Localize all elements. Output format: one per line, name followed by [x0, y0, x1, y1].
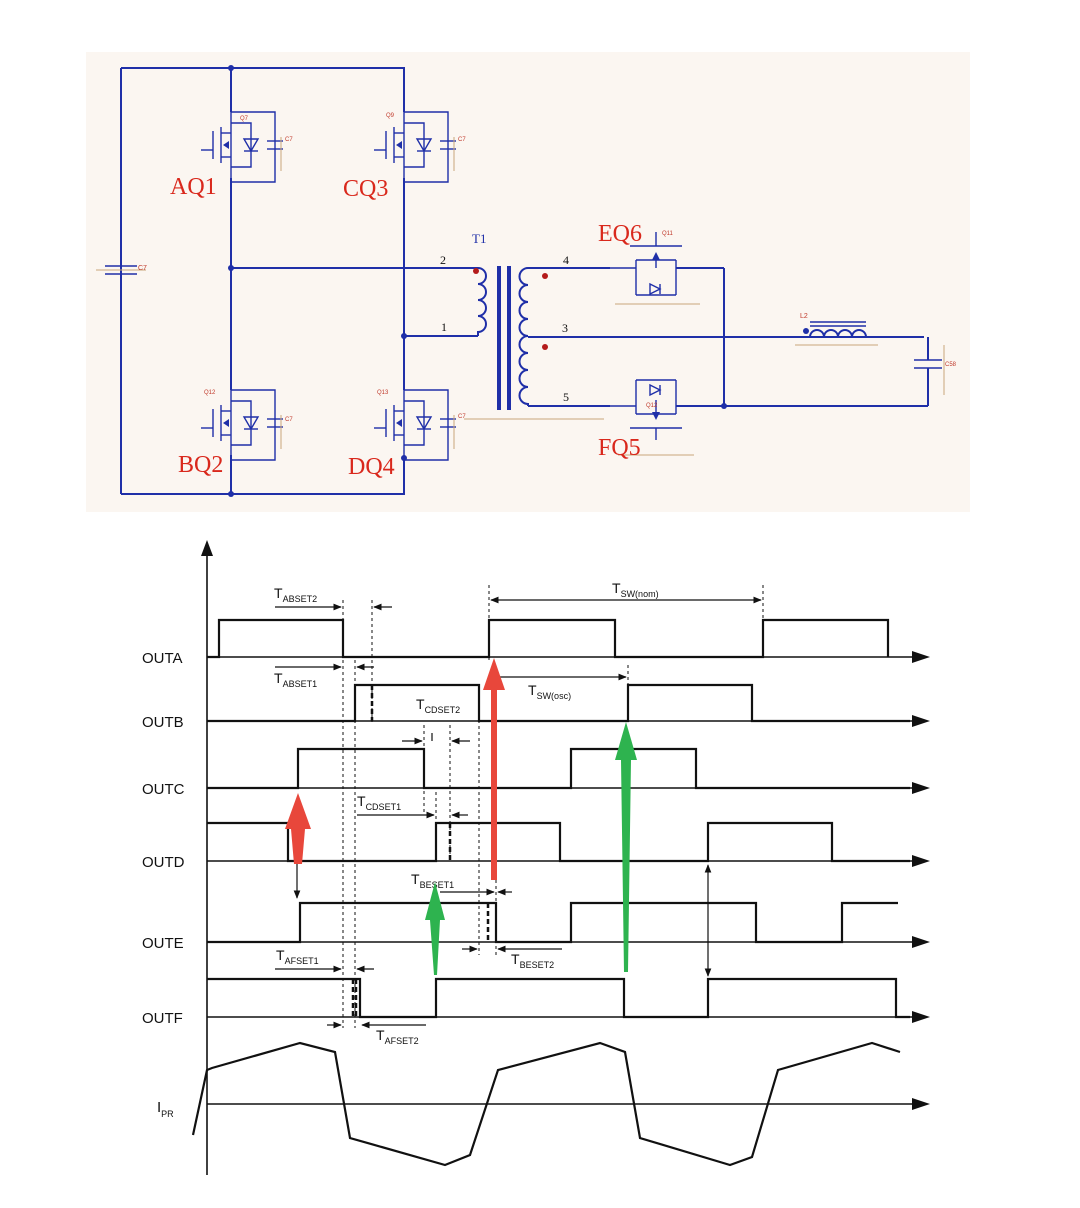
annotation-sw-osc: TSW(osc)	[528, 682, 571, 701]
waveform-ipr	[191, 1041, 901, 1167]
label-aq1: AQ1	[170, 174, 217, 200]
dimension-arrows	[275, 596, 762, 1029]
mosfet-cq3: Q9 C7	[374, 111, 466, 183]
annotation-beset2: TBESET2	[511, 951, 554, 970]
highlight-arrows	[285, 658, 637, 975]
bus-capacitor: C7	[96, 265, 147, 275]
mosfet-bq2: Q12 C7	[201, 389, 293, 461]
svg-text:C7: C7	[285, 137, 293, 143]
svg-text:L2: L2	[800, 313, 808, 320]
label-cq3: CQ3	[343, 176, 388, 202]
svg-text:Q9: Q9	[386, 113, 395, 119]
mosfet-eq6: Q11	[610, 231, 724, 305]
label-outf: OUTF	[142, 1010, 183, 1027]
svg-text:C7: C7	[458, 414, 466, 420]
svg-text:4: 4	[563, 253, 569, 267]
mosfet-aq1: Q7 C7	[201, 111, 293, 183]
bridge-wiring	[120, 65, 478, 497]
annotation-beset1: TBESET1	[411, 871, 454, 890]
guide-lines	[342, 585, 764, 1028]
waveform-outd	[207, 821, 910, 863]
schematic-background	[86, 52, 970, 512]
annotation-sw-nom: TSW(nom)	[612, 580, 659, 599]
label-eq6: EQ6	[598, 221, 642, 247]
svg-text:Q12: Q12	[204, 390, 216, 396]
annotation-cdset2: TCDSET2	[416, 696, 460, 715]
annotation-afset2: TAFSET2	[376, 1027, 419, 1046]
svg-text:T1: T1	[472, 231, 486, 246]
label-outd: OUTD	[142, 854, 185, 871]
annotation-cdset1: TCDSET1	[357, 793, 401, 812]
label-dq4: DQ4	[348, 454, 395, 480]
output-filter: L2 C58	[721, 268, 957, 409]
label-outc: OUTC	[142, 781, 185, 798]
annotation-abset2: TABSET2	[274, 585, 317, 604]
svg-text:1: 1	[441, 320, 447, 334]
red-arrow-outc-to-outd	[285, 793, 311, 864]
annotation-abset1: TABSET1	[274, 670, 317, 689]
svg-text:C7: C7	[458, 137, 466, 143]
timing-diagram: OUTA OUTB OUTC OUTD OUTE OUTF IPR	[142, 540, 930, 1175]
green-arrow-outf-to-outb	[615, 722, 637, 972]
baselines	[207, 651, 930, 1110]
svg-text:2: 2	[440, 253, 446, 267]
waveform-oute	[207, 901, 898, 944]
label-outb: OUTB	[142, 714, 184, 731]
svg-text:Q12: Q12	[646, 403, 658, 409]
red-arrow-oute-to-outa	[483, 658, 505, 880]
label-bq2: BQ2	[178, 452, 223, 478]
svg-text:C7: C7	[138, 265, 147, 272]
label-oute: OUTE	[142, 935, 184, 952]
svg-text:Q7: Q7	[240, 116, 249, 122]
annotation-afset1: TAFSET1	[276, 947, 319, 966]
label-fq5: FQ5	[598, 435, 641, 461]
svg-text:C58: C58	[945, 362, 957, 368]
svg-text:3: 3	[562, 321, 568, 335]
svg-text:Q11: Q11	[662, 231, 674, 237]
svg-text:5: 5	[563, 390, 569, 404]
label-outa: OUTA	[142, 650, 183, 667]
green-arrow-outf-to-oute	[425, 882, 445, 975]
svg-text:Q13: Q13	[377, 390, 389, 396]
mosfet-fq5: Q12	[610, 379, 928, 456]
label-ipr: IPR	[157, 1099, 174, 1119]
schematic: C7 Q7 C7 AQ1	[86, 52, 970, 512]
waveform-outf	[207, 977, 910, 1019]
waveform-outc	[207, 747, 910, 790]
timing-annotations: TABSET2 TABSET1 TSW(nom) TSW(osc) TCDSET…	[274, 580, 659, 1046]
mosfet-dq4: Q13 C7	[374, 389, 604, 461]
waveform-outa	[207, 618, 890, 659]
svg-text:C7: C7	[285, 417, 293, 423]
transformer-t1: T1 2 1 4 3 5	[440, 231, 924, 410]
